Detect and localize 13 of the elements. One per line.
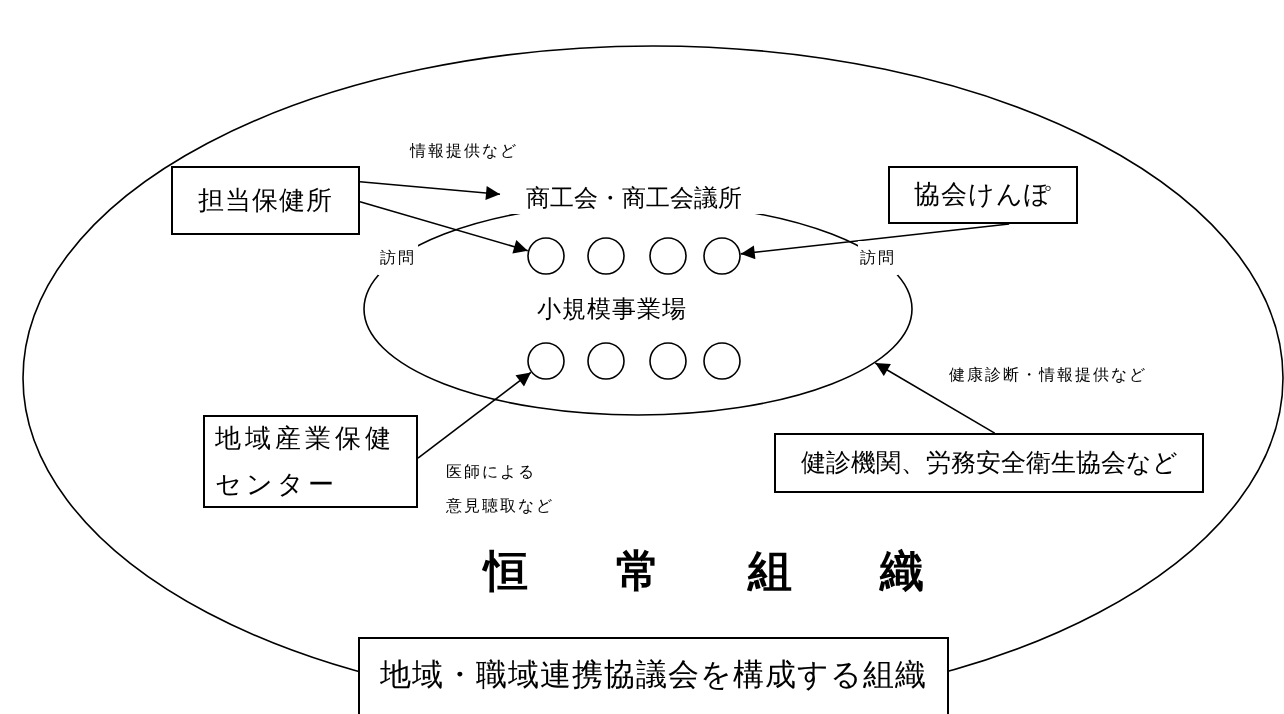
organization-box: 担当保健所 — [171, 166, 360, 235]
organization-box: 地域・職域連携協議会を構成する組織 — [358, 637, 949, 714]
arrow — [417, 371, 532, 459]
organization-box: 健診機関、労務安全衛生協会など — [774, 433, 1204, 493]
workplace-label: 小規模事業場 — [537, 295, 687, 324]
ellipse-title: 恒常組織 — [484, 546, 1012, 598]
arrow — [874, 362, 996, 434]
arrow — [739, 223, 1010, 260]
organization-box: 協会けんぽ — [888, 166, 1078, 224]
organization-box: 地域産業保健センター — [203, 415, 418, 508]
edge-label: 訪問 — [858, 241, 898, 275]
arrow — [359, 181, 501, 200]
arrow — [359, 201, 529, 254]
